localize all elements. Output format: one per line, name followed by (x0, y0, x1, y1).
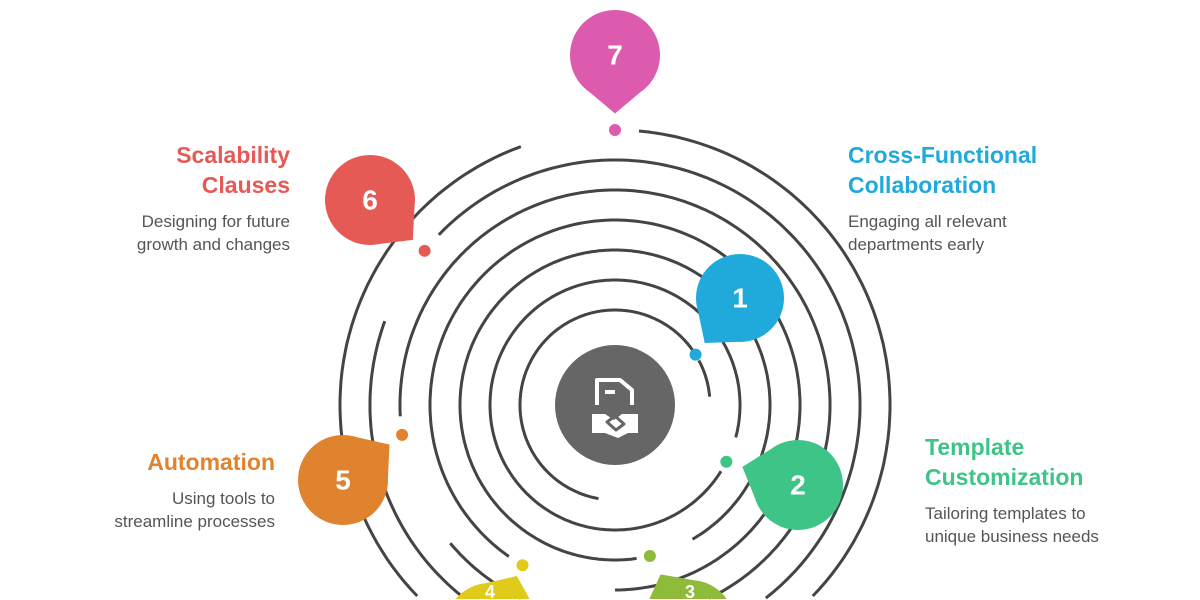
step-2-number: 2 (790, 470, 806, 501)
step-1-number: 1 (732, 283, 748, 314)
step-7-number: 7 (607, 40, 623, 71)
step-1-dot (689, 348, 702, 361)
step-3-bubble: 3 (649, 574, 727, 600)
desc-line: Tailoring templates to (925, 504, 1086, 523)
ring-arc (458, 248, 772, 562)
bubble-circle (653, 580, 727, 599)
bubble-circle (325, 155, 415, 245)
desc-line: Designing for future (141, 212, 290, 231)
desc-line: growth and changes (136, 235, 290, 254)
step-2-desc: Tailoring templates to unique business ne… (925, 502, 1185, 548)
desc-line: Engaging all relevant (848, 212, 1007, 231)
step-2-dot (720, 455, 733, 468)
step-1-desc: Engaging all relevant departments early (848, 210, 1108, 256)
bubble-circle (455, 583, 525, 599)
desc-line: departments early (848, 235, 985, 254)
desc-line: Using tools to (172, 489, 275, 508)
step-2-bubble: 2 (742, 440, 843, 530)
ring-dots (396, 124, 733, 572)
step-bubbles: 1 2 3 4 5 6 7 (298, 10, 843, 600)
step-3-dot (643, 550, 656, 563)
desc-line: streamline processes (114, 512, 275, 531)
ring-arc (437, 158, 862, 600)
ring-arc (697, 359, 712, 397)
center-hub (555, 345, 675, 465)
title-line: Template (925, 434, 1025, 460)
desc-line: unique business needs (925, 527, 1099, 546)
bubble-circle (753, 440, 843, 530)
ring-arc (638, 129, 892, 598)
ring-arc (338, 145, 522, 598)
bubble-circle (696, 254, 784, 342)
title-line: Cross-Functional (848, 142, 1038, 168)
title-line: Collaboration (848, 172, 997, 198)
step-7-dot (609, 124, 621, 136)
step-1-bubble: 1 (696, 254, 784, 344)
step-7-bubble: 7 (570, 10, 660, 114)
step-5-bubble: 5 (298, 435, 390, 525)
step-6-bubble: 6 (325, 155, 415, 245)
step-5-desc: Using tools to streamline processes (15, 487, 275, 533)
step-6-number: 6 (362, 185, 378, 216)
step-5-title: Automation (147, 449, 275, 475)
step-5-number: 5 (335, 465, 351, 496)
step-4-dot (516, 559, 529, 572)
ring-arc (518, 308, 696, 501)
step-4-bubble: 4 (455, 576, 530, 600)
step-4-number: 4 (485, 582, 495, 600)
step-3-number: 3 (685, 582, 695, 600)
bubble-circle (570, 10, 660, 100)
title-line: Clauses (201, 172, 290, 198)
contract-handshake-icon (592, 378, 638, 438)
step-6-dot (418, 244, 431, 257)
step-5-dot (396, 428, 409, 441)
bubble-circle (298, 435, 388, 525)
title-line: Customization (925, 464, 1084, 490)
title-line: Scalability (176, 142, 290, 168)
step-6-desc: Designing for future growth and changes (30, 210, 290, 256)
step-5-label: Automation Using tools to streamline proc… (15, 447, 275, 533)
